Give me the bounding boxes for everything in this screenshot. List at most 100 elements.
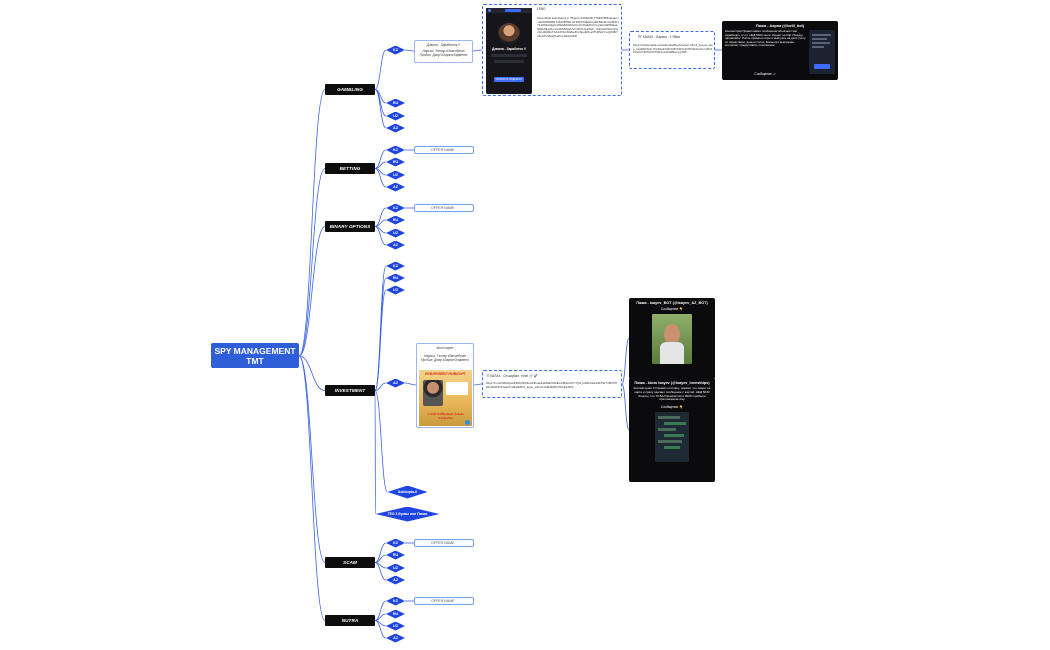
investment-banner[interactable]: ВҮВЭРИЙЕЛ НОВКОРТ 1 ПАЙ ПАЙЫЗЫН АЛЫН ХАЛ… bbox=[419, 370, 472, 426]
investment-bot2-title: Пжжа - Idom Isayev (@Isayev_Investhlps) bbox=[634, 381, 710, 385]
chat-button bbox=[814, 64, 830, 69]
geo-node-az[interactable]: AZ bbox=[386, 575, 405, 585]
chat-line bbox=[664, 434, 684, 438]
geo-node-ru[interactable]: RU bbox=[386, 273, 405, 283]
phone-screenshot bbox=[809, 30, 835, 74]
connector bbox=[374, 289, 387, 391]
investment-bot1-title: Пжжа - Isayev_BOT (@Isayev_AZ_BOT) bbox=[636, 301, 708, 305]
gambling-link-box[interactable]: ПГ КАЛАХ - Лармга - !! Ябия https://whit… bbox=[629, 31, 715, 69]
geo-node-solidupia-6[interactable]: Solidupia-6 bbox=[387, 485, 428, 499]
connector bbox=[621, 337, 630, 385]
chat-line bbox=[812, 38, 827, 40]
gambling-bot-body: Контактория Приветливого сообщения объяс… bbox=[725, 29, 806, 48]
geo-node-az[interactable]: AZ bbox=[386, 182, 405, 192]
offer-name-placeholder[interactable]: OFFER NAME bbox=[414, 204, 474, 212]
geo-node-uz[interactable]: UZ bbox=[386, 170, 405, 180]
face-shape bbox=[664, 324, 680, 344]
gambling-bot-foot: Сообщение -> bbox=[754, 72, 776, 76]
geo-node-kz[interactable]: KZ bbox=[386, 203, 405, 213]
geo-node-ru[interactable]: RU bbox=[386, 157, 405, 167]
landing-url[interactable]: https://dsjb.aa9-d/ассд.т/ ?fbpixu=15682… bbox=[537, 17, 619, 38]
investment-link-url[interactable]: https://t.me/tNRAQaAKkDbh9%4eAKfbuaHs4tW… bbox=[486, 382, 618, 389]
chat-line bbox=[658, 416, 680, 420]
gambling-offer-box[interactable]: Дэвила - Заработок !! Нарыш. Тэнчэр #Зах… bbox=[414, 40, 473, 63]
category-betting[interactable]: BETTING bbox=[325, 163, 375, 174]
offer-name-placeholder[interactable]: OFFER NAME bbox=[414, 146, 474, 154]
connector bbox=[374, 620, 387, 639]
geo-node-ru[interactable]: RU bbox=[386, 609, 405, 619]
geo-node-uz[interactable]: UZ bbox=[386, 285, 405, 295]
geo-node-uz[interactable]: UZ bbox=[386, 228, 405, 238]
shirt-shape bbox=[660, 342, 684, 364]
geo-node-az[interactable]: AZ bbox=[386, 240, 405, 250]
connector bbox=[472, 49, 483, 52]
geo-node-uz[interactable]: UZ bbox=[386, 621, 405, 631]
geo-node-kz[interactable]: KZ bbox=[386, 261, 405, 271]
landing-preview-header bbox=[486, 8, 532, 13]
connector bbox=[374, 562, 387, 581]
geo-node-az[interactable]: AZ bbox=[386, 123, 405, 133]
connector bbox=[298, 355, 326, 391]
root-title: SPY MANAGEMENT bbox=[214, 345, 296, 356]
gambling-bot-card[interactable]: Пжжа - Аарпа (@bellI_bot) Контактория Пр… bbox=[722, 21, 838, 80]
connector bbox=[473, 383, 483, 386]
gambling-link-url[interactable]: https://whitemedia.ru/vwdmods/Bravehelpe… bbox=[633, 44, 713, 55]
avatar-image bbox=[498, 23, 520, 45]
geo-node-uz[interactable]: UZ bbox=[386, 563, 405, 573]
geo-node-kz[interactable]: KZ bbox=[386, 145, 405, 155]
geo-node-ru[interactable]: RU bbox=[386, 98, 405, 108]
investment-offer-box[interactable]: Idom Isayev Нарыш. Тэнчэр #Захин0тэн Про… bbox=[416, 343, 474, 428]
investment-bot1-card[interactable]: Пжжа - Isayev_BOT (@Isayev_AZ_BOT) Сообщ… bbox=[629, 298, 715, 379]
landing-label: LEND bbox=[537, 7, 546, 11]
investment-bot2-card[interactable]: Пжжа - Idom Isayev (@Isayev_Investhlps) … bbox=[629, 378, 715, 482]
root-node[interactable]: SPY MANAGEMENT TMT bbox=[211, 343, 299, 368]
connector bbox=[374, 89, 387, 129]
landing-preview[interactable]: Дэвила - Заработок !! ОПЛАТИТЬ ПОДПИСКУ bbox=[486, 8, 532, 94]
landing-cta-button[interactable]: ОПЛАТИТЬ ПОДПИСКУ bbox=[494, 77, 524, 82]
geo-node-ru[interactable]: RU bbox=[386, 550, 405, 560]
banner-caption: 1 ПАЙ ПАЙЫЗЫН АЛЫН ХАЛЫЛЫ bbox=[427, 412, 464, 420]
chat-line bbox=[658, 440, 682, 444]
geo-node-kz[interactable]: KZ bbox=[386, 45, 405, 55]
category-scam[interactable]: SCAM bbox=[325, 557, 375, 568]
connector bbox=[298, 226, 326, 357]
geo-node-az[interactable]: AZ bbox=[386, 378, 405, 388]
investment-link-box[interactable]: П КАЛАХ - Ол.карбал. тэлэ! 🔗 🚀 https://t… bbox=[482, 370, 622, 398]
geo-node-kz[interactable]: KZ bbox=[386, 538, 405, 548]
geo-node-uz[interactable]: UZ bbox=[386, 111, 405, 121]
connector bbox=[404, 382, 417, 386]
geo-node-az[interactable]: AZ bbox=[386, 633, 405, 643]
connector bbox=[298, 89, 326, 357]
landing-preview-title: Дэвила - Заработок !! bbox=[492, 47, 526, 51]
gambling-offer-line3: Пробил. Джэр #Зарэт/Хэрмето bbox=[419, 53, 468, 58]
chat-line bbox=[664, 422, 686, 426]
category-gambling[interactable]: GAMBLING bbox=[325, 84, 375, 95]
landing-box[interactable]: LEND Дэвила - Заработок !! ОПЛАТИТЬ ПОДП… bbox=[482, 4, 622, 96]
category-nutra[interactable]: NUTRA bbox=[325, 615, 375, 626]
geo-node-ru[interactable]: RU bbox=[386, 215, 405, 225]
connector bbox=[374, 168, 387, 188]
connector bbox=[621, 383, 630, 431]
geo-node-kz[interactable]: KZ bbox=[386, 596, 405, 606]
connector bbox=[298, 355, 326, 621]
connector bbox=[374, 390, 388, 493]
geo-node-гео-3-буквы-или-папки[interactable]: ГЕО 3 буквы или Папки bbox=[375, 506, 440, 522]
investment-offer-line2: Пробил. Джэр #Зарэт/Хэрмето bbox=[421, 358, 469, 363]
connector bbox=[374, 226, 387, 246]
connector bbox=[298, 168, 326, 357]
category-investment[interactable]: INVESTMENT bbox=[325, 385, 375, 396]
connector bbox=[374, 542, 387, 563]
gambling-offer-line2: Нарыш. Тэнчэр #Захин0тэн bbox=[422, 49, 465, 54]
chat-line bbox=[812, 42, 830, 44]
connector bbox=[374, 49, 387, 90]
chat-line bbox=[664, 446, 680, 450]
preview-text-line bbox=[494, 60, 524, 63]
offer-name-placeholder[interactable]: OFFER NAME bbox=[414, 597, 474, 605]
offer-name-placeholder[interactable]: OFFER NAME bbox=[414, 539, 474, 547]
chat-line bbox=[812, 46, 824, 48]
category-binary-options[interactable]: BINARY OPTIONS bbox=[325, 221, 375, 232]
connector bbox=[374, 382, 387, 391]
investment-bot2-foot: Сообщение 👇 bbox=[660, 405, 684, 410]
